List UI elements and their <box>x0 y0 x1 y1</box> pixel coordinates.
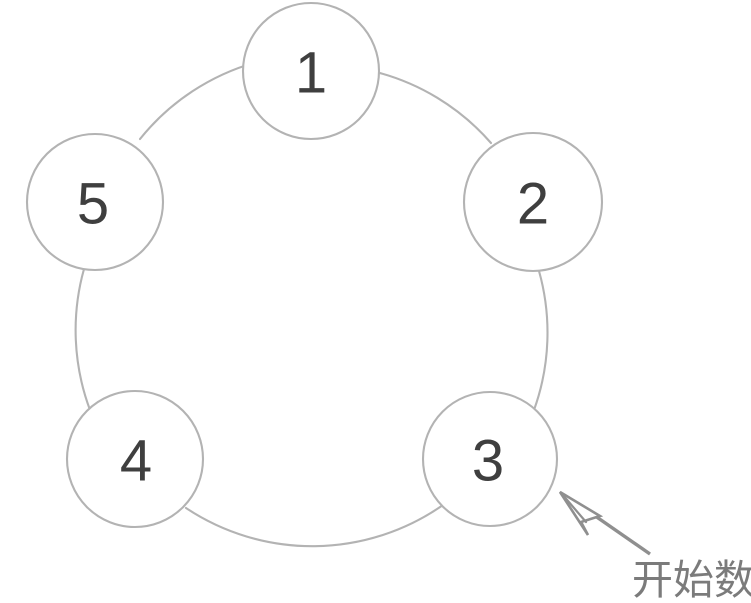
node-4[interactable]: 4 <box>65 389 205 529</box>
start-pointer-group <box>558 490 651 556</box>
nodes-group: 1 2 3 4 5 <box>25 1 604 529</box>
node-2-label: 2 <box>517 172 549 237</box>
start-pointer-shaft <box>587 509 651 556</box>
arc-2-to-3 <box>532 269 549 412</box>
node-1[interactable]: 1 <box>241 1 381 141</box>
node-3-circle[interactable] <box>421 390 559 528</box>
node-1-label: 1 <box>295 41 327 106</box>
arc-3-to-4 <box>184 503 445 548</box>
node-1-circle[interactable] <box>241 1 381 141</box>
node-5-label: 5 <box>77 172 109 237</box>
node-4-circle[interactable] <box>65 389 205 529</box>
node-3-label: 3 <box>472 429 504 494</box>
arc-4-to-5 <box>74 267 92 412</box>
node-2[interactable]: 2 <box>462 131 604 273</box>
start-pointer-arrowhead-crease <box>560 492 588 524</box>
start-annotation-label: 开始数 <box>632 556 751 603</box>
ring-arcs-group <box>74 60 549 548</box>
node-5[interactable]: 5 <box>25 132 165 272</box>
node-2-circle[interactable] <box>462 131 604 273</box>
node-5-circle[interactable] <box>25 132 165 272</box>
arc-5-to-1 <box>138 60 259 141</box>
node-3[interactable]: 3 <box>421 390 559 528</box>
node-4-label: 4 <box>120 429 152 494</box>
arc-1-to-2 <box>370 69 493 145</box>
